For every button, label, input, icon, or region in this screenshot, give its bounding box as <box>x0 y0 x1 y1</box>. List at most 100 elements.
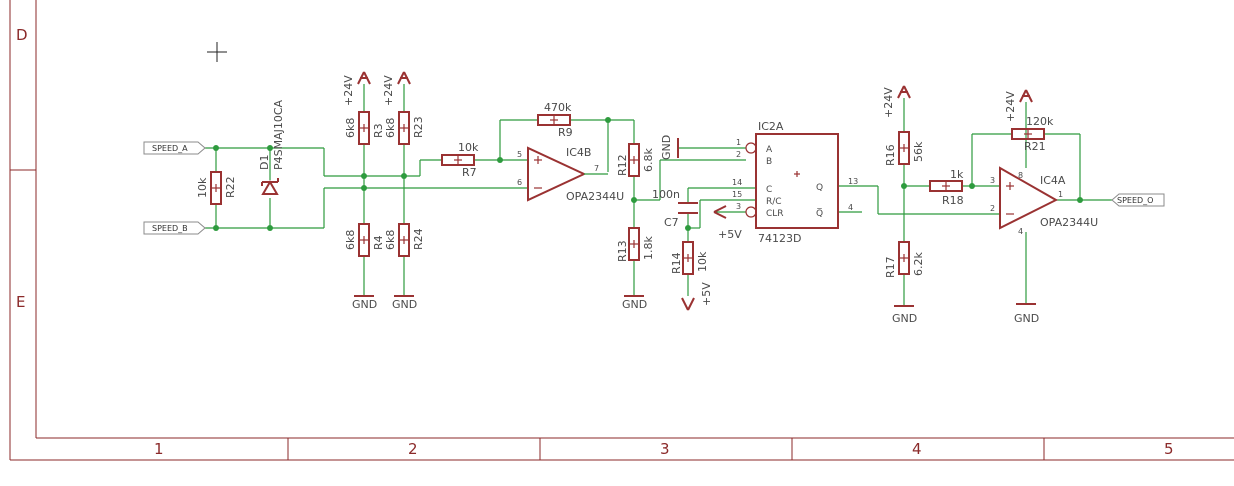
resistor-r4[interactable] <box>358 223 370 257</box>
resistor-r21[interactable] <box>1011 128 1045 140</box>
column-label-3: 3 <box>660 440 670 458</box>
r4-name: R4 <box>372 235 385 250</box>
r7-value: 10k <box>458 141 479 154</box>
resistor-r9[interactable] <box>537 114 571 126</box>
ic2a-pin-1: 1 <box>736 138 741 147</box>
supply-label-5v-r14: +5V <box>700 282 713 306</box>
r13-value: 1.8k <box>642 236 655 260</box>
resistor-r18[interactable] <box>929 180 963 192</box>
r21-name: R21 <box>1024 140 1046 153</box>
gnd-label-ic4a: GND <box>1014 312 1039 325</box>
ic2a-pin-c-label: C <box>766 185 772 195</box>
resistor-r7[interactable] <box>441 154 475 166</box>
ic2a-pin-clr-label: CLR <box>766 209 784 219</box>
r9-value: 470k <box>544 101 572 114</box>
ic2a-value: 74123D <box>758 232 801 245</box>
r23-value: 6k8 <box>384 118 397 138</box>
column-label-1: 1 <box>154 440 164 458</box>
ic4b-pin-5: 5 <box>517 150 522 159</box>
junctions <box>213 117 1083 231</box>
row-label-e: E <box>16 293 25 311</box>
monostable-ic2a[interactable] <box>745 133 839 229</box>
resistor-r13[interactable] <box>628 227 640 261</box>
supply-label-5v-clr: +5V <box>718 228 742 241</box>
ic2a-name: IC2A <box>758 120 784 133</box>
gnd-label-r24: GND <box>392 298 417 311</box>
gnd-label-r13: GND <box>622 298 647 311</box>
c7-name: C7 <box>664 216 679 229</box>
port-speed-b[interactable]: SPEED_B <box>143 221 206 235</box>
r18-value: 1k <box>950 168 964 181</box>
d1-name: D1 <box>258 155 271 170</box>
supply-5v-clr <box>713 205 727 219</box>
r22-value: 10k <box>196 177 209 198</box>
supply-5v-r14 <box>681 297 695 311</box>
column-label-4: 4 <box>912 440 922 458</box>
drawing-frame <box>9 0 1234 461</box>
ic4a-pin-1: 1 <box>1058 190 1063 199</box>
r12-name: R12 <box>616 154 629 176</box>
gnd-label-r4: GND <box>352 298 377 311</box>
supply-label-24v-4: +24V <box>1004 91 1017 122</box>
tvs-diode-d1[interactable] <box>261 178 279 195</box>
column-label-5: 5 <box>1164 440 1174 458</box>
row-label-d: D <box>16 26 28 44</box>
port-speed-a[interactable]: SPEED_A <box>143 141 206 155</box>
r17-value: 6.2k <box>912 252 925 276</box>
ic4b-pin-6: 6 <box>517 178 522 187</box>
r16-name: R16 <box>884 144 897 166</box>
resistor-r12[interactable] <box>628 143 640 177</box>
d1-value: P4SMAJ10CA <box>272 99 285 170</box>
ic4a-pin-4: 4 <box>1018 227 1023 236</box>
r9-name: R9 <box>558 126 573 139</box>
opamp-ic4b[interactable] <box>527 146 608 202</box>
ic2a-pin-2: 2 <box>736 150 741 159</box>
r12-value: 6.8k <box>642 148 655 172</box>
supply-24v-r3 <box>357 71 371 85</box>
supply-label-24v-3: +24V <box>882 87 895 118</box>
r7-name: R7 <box>462 166 477 179</box>
r23-name: R23 <box>412 116 425 138</box>
ic4b-value: OPA2344U <box>566 190 624 203</box>
r18-name: R18 <box>942 194 964 207</box>
port-speed-b-label: SPEED_B <box>152 224 188 233</box>
ic4a-pin-2: 2 <box>990 204 995 213</box>
supply-label-24v-2: +24V <box>382 75 395 106</box>
supply-24v-ic4a <box>1019 89 1033 103</box>
port-speed-o[interactable]: SPEED_O <box>1111 193 1165 207</box>
ic2a-pin-qn-label: Q̅ <box>816 207 823 219</box>
resistor-r24[interactable] <box>398 223 410 257</box>
resistor-r17[interactable] <box>898 241 910 275</box>
resistor-r22[interactable] <box>210 171 222 205</box>
ic2a-pin-b-label: B <box>766 157 772 167</box>
crosshair-cursor-icon <box>207 42 227 62</box>
supply-label-24v-1: +24V <box>342 75 355 106</box>
ic2a-pin-13: 13 <box>848 177 858 186</box>
ic2a-pin-15: 15 <box>732 190 742 199</box>
opamp-ic4a[interactable] <box>999 166 1059 230</box>
resistor-r3[interactable] <box>358 111 370 145</box>
ic4a-value: OPA2344U <box>1040 216 1098 229</box>
r24-name: R24 <box>412 228 425 250</box>
capacitor-c7[interactable] <box>678 202 698 214</box>
r14-value: 10k <box>696 251 709 272</box>
ic4b-name: IC4B <box>566 146 591 159</box>
column-label-2: 2 <box>408 440 418 458</box>
r22-name: R22 <box>224 176 237 198</box>
r14-name: R14 <box>670 252 683 274</box>
r3-name: R3 <box>372 123 385 138</box>
ic2a-pin-rc-label: R/C <box>766 197 782 207</box>
ic4a-pin-8: 8 <box>1018 171 1023 180</box>
c7-value: 100n <box>652 188 680 201</box>
r21-value: 120k <box>1026 115 1054 128</box>
resistor-r16[interactable] <box>898 131 910 165</box>
resistor-r14[interactable] <box>682 241 694 275</box>
resistor-r23[interactable] <box>398 111 410 145</box>
supply-24v-r23 <box>397 71 411 85</box>
r16-value: 56k <box>912 141 925 162</box>
r13-name: R13 <box>616 240 629 262</box>
r3-value: 6k8 <box>344 118 357 138</box>
ic2a-pin-q-label: Q <box>816 183 823 193</box>
ic2a-pin-14: 14 <box>732 178 742 187</box>
